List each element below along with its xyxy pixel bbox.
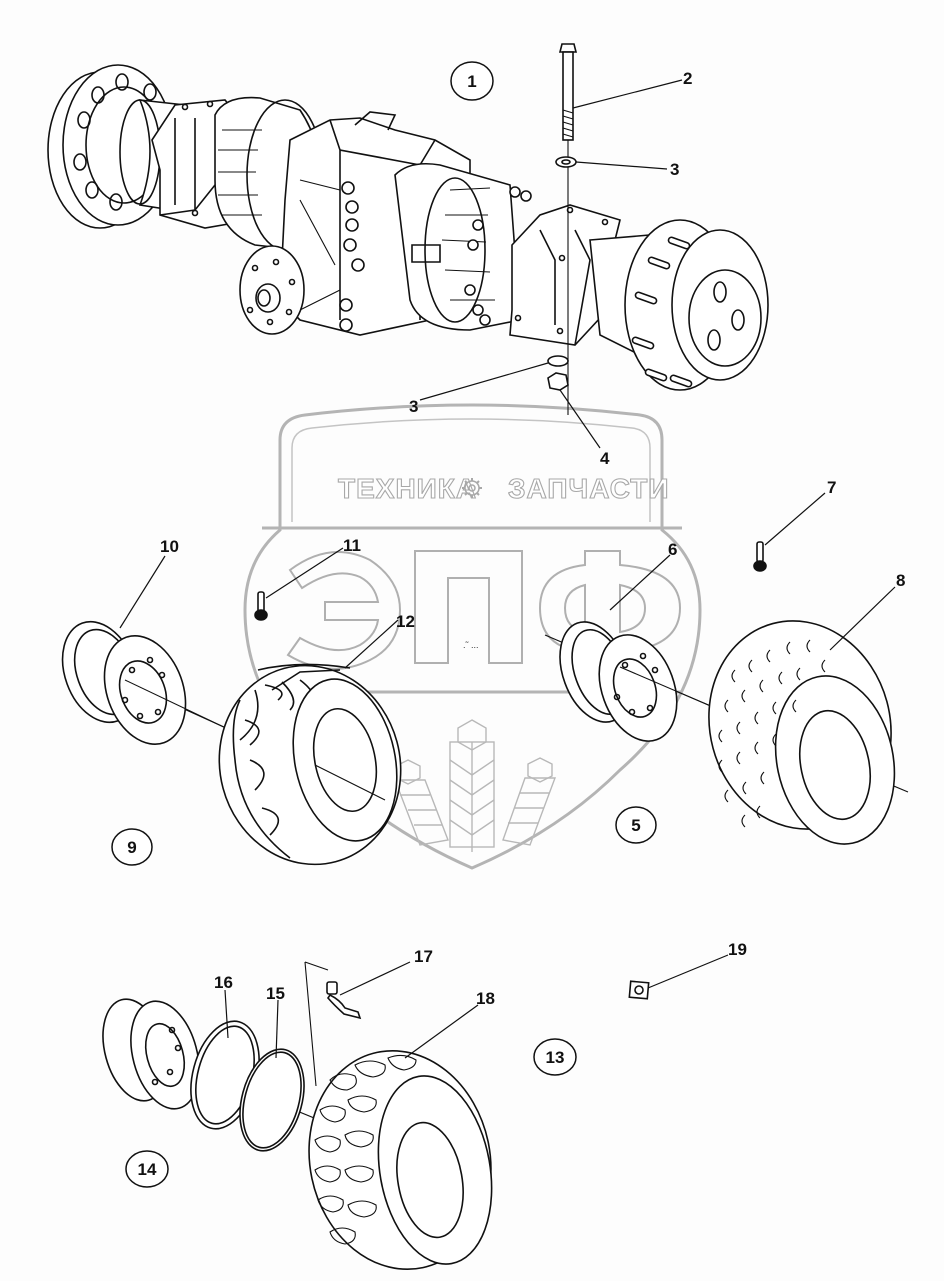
svg-text:9: 9: [127, 838, 136, 857]
right-brake-housing: [394, 162, 521, 331]
group-label-1: 1: [450, 61, 494, 101]
svg-text:.˜ ...: .˜ ...: [463, 640, 479, 650]
bolt[interactable]: [558, 43, 578, 141]
group-label-13: 13: [533, 1038, 577, 1076]
callout-17: 17: [414, 947, 433, 966]
callout-3-upper: 3: [670, 160, 679, 179]
group-label-5: 5: [615, 806, 657, 844]
leader-lines: [119, 79, 896, 1059]
callout-18: 18: [476, 989, 495, 1008]
callout-12: 12: [396, 612, 415, 631]
callout-15: 15: [266, 984, 285, 1003]
watermark-text-left: ТЕХНИКА: [338, 473, 477, 504]
gear-icon: [462, 478, 482, 498]
svg-text:1: 1: [467, 72, 476, 91]
callout-3-lower: 3: [409, 397, 418, 416]
group-label-14: 14: [125, 1150, 169, 1188]
watermark: ТЕХНИКА ЗАПЧАСТИ .˜ ...: [243, 403, 702, 870]
wheel-group-9[interactable]: [49, 591, 422, 885]
wheel-studs: [631, 236, 693, 388]
wheel-group-14[interactable]: [93, 961, 511, 1281]
upper-washer: [555, 156, 577, 168]
tyre-18-tread: [314, 1054, 417, 1245]
valve-11[interactable]: [254, 591, 268, 621]
watermark-letter-e: [286, 551, 402, 670]
callout-4: 4: [600, 449, 610, 468]
nut: [547, 372, 569, 391]
watermark-top-text: ТЕХНИКА ЗАПЧАСТИ: [337, 472, 669, 504]
axle-assembly[interactable]: [47, 43, 769, 415]
callout-7: 7: [827, 478, 836, 497]
group-label-9: 9: [111, 828, 153, 866]
callout-10: 10: [160, 537, 179, 556]
tyre-8-tread: [718, 639, 826, 828]
callout-19: 19: [728, 940, 747, 959]
part-callouts: 2 3 3 4 6 7 8 10 11 12 15 16 17 18 19: [160, 69, 905, 1008]
watermark-wheat: [393, 719, 557, 852]
valve-17[interactable]: [326, 981, 362, 1020]
valve-7[interactable]: [753, 541, 767, 572]
o-ring-15: [239, 1048, 305, 1152]
callout-2: 2: [683, 69, 692, 88]
svg-text:14: 14: [138, 1160, 157, 1179]
differential-bolts: [339, 181, 365, 332]
callout-8: 8: [896, 571, 905, 590]
plate-19[interactable]: [628, 980, 650, 1000]
watermark-letter-p: [414, 550, 523, 664]
svg-text:5: 5: [631, 816, 640, 835]
callout-16: 16: [214, 973, 233, 992]
callout-11: 11: [343, 536, 361, 555]
pinion-flange: [239, 245, 305, 335]
lower-washer: [547, 355, 569, 367]
wheel-group-5[interactable]: [544, 541, 914, 855]
svg-text:13: 13: [546, 1048, 565, 1067]
callout-6: 6: [668, 540, 677, 559]
watermark-text-right: ЗАПЧАСТИ: [508, 473, 669, 504]
